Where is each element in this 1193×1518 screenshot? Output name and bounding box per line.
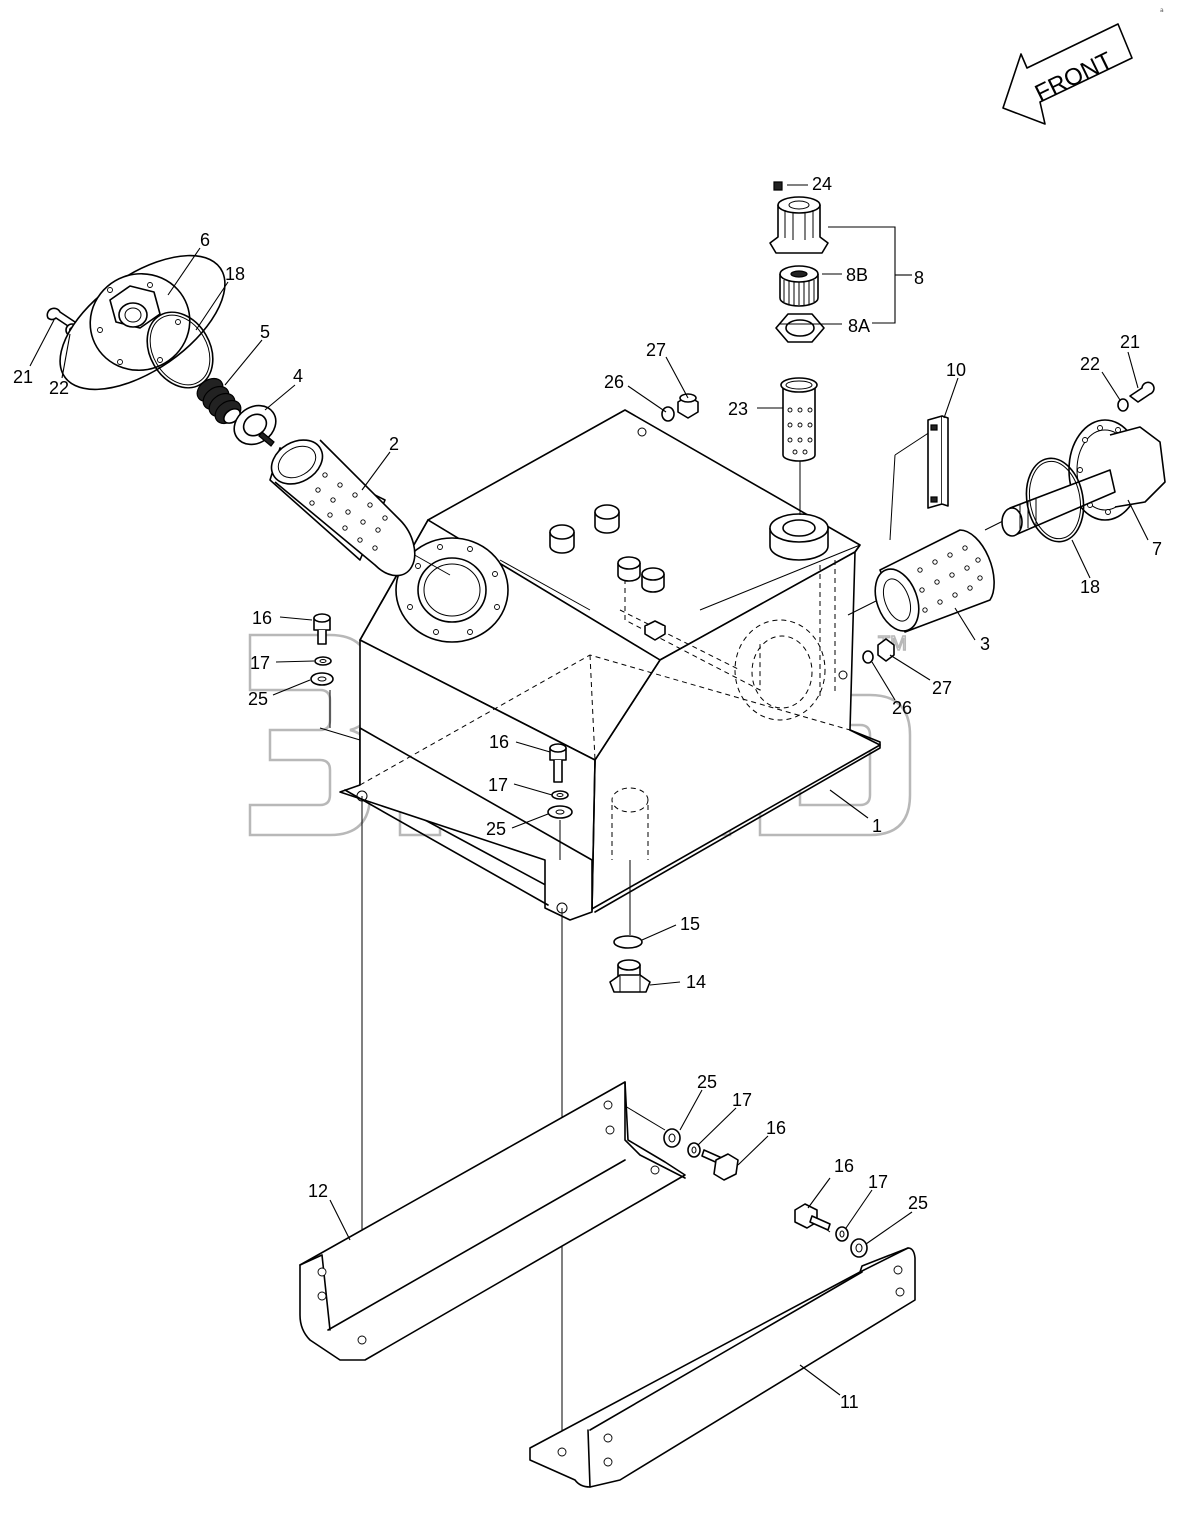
callout-11: 11	[840, 1392, 859, 1412]
callout-22-right: 22	[1080, 354, 1100, 374]
support-bracket-11	[529, 1247, 916, 1488]
callout-17-d: 17	[868, 1172, 888, 1192]
bolt-stack-lower-right	[794, 1203, 868, 1258]
callout-3: 3	[980, 634, 990, 654]
top-plug-assembly	[661, 393, 699, 422]
callout-17-a: 17	[250, 653, 270, 673]
callout-16-c: 16	[766, 1118, 786, 1138]
bolt-stack-lower-left	[663, 1128, 739, 1181]
front-arrow-icon: FRONT	[1002, 23, 1133, 125]
hydraulic-tank	[339, 409, 881, 921]
suction-strainer-assembly	[46, 254, 416, 577]
callout-labels: 24 8B 8 8A 23 27 26 10 22 21 7 18 3 27 2…	[13, 174, 1162, 1412]
drain-plug-assembly	[609, 935, 651, 993]
callout-7: 7	[1152, 539, 1162, 559]
callout-1: 1	[872, 816, 882, 836]
callout-17-b: 17	[488, 775, 508, 795]
callout-26-top: 26	[604, 372, 624, 392]
level-gauge	[927, 415, 949, 509]
callout-18-left: 18	[225, 264, 245, 284]
callout-8B: 8B	[846, 265, 868, 285]
bolt-stack-left	[310, 613, 334, 686]
callout-25-b: 25	[486, 819, 506, 839]
callout-16-a: 16	[252, 608, 272, 628]
callout-25-c: 25	[697, 1072, 717, 1092]
callout-24: 24	[812, 174, 832, 194]
strainer-left	[269, 439, 416, 577]
support-bracket-12	[299, 1081, 686, 1361]
front-label: FRONT	[1031, 47, 1117, 108]
return-filter-assembly	[862, 381, 1166, 664]
callout-6: 6	[200, 230, 210, 250]
callout-27-right: 27	[932, 678, 952, 698]
callout-8: 8	[914, 268, 924, 288]
callout-8A: 8A	[848, 316, 870, 336]
callout-2: 2	[389, 434, 399, 454]
callout-4: 4	[293, 366, 303, 386]
callout-16-d: 16	[834, 1156, 854, 1176]
callout-26-right: 26	[892, 698, 912, 718]
tank-top-bosses	[549, 427, 848, 680]
callout-16-b: 16	[489, 732, 509, 752]
callout-21-right: 21	[1120, 332, 1140, 352]
callout-10: 10	[946, 360, 966, 380]
callout-leaders	[29, 184, 1149, 1396]
callout-23: 23	[728, 399, 748, 419]
callout-27-top: 27	[646, 340, 666, 360]
callout-15: 15	[680, 914, 700, 934]
spring	[196, 377, 242, 425]
callout-5: 5	[260, 322, 270, 342]
callout-18-right: 18	[1080, 577, 1100, 597]
filler-cap-assembly	[769, 181, 905, 462]
callout-22-left: 22	[49, 378, 69, 398]
callout-25-a: 25	[248, 689, 268, 709]
callout-12: 12	[308, 1181, 328, 1201]
callout-17-c: 17	[732, 1090, 752, 1110]
corner-mark: a	[1160, 7, 1164, 14]
callout-21-left: 21	[13, 367, 33, 387]
callout-14: 14	[686, 972, 706, 992]
bolt-stack-center	[547, 743, 573, 819]
callout-25-d: 25	[908, 1193, 928, 1213]
